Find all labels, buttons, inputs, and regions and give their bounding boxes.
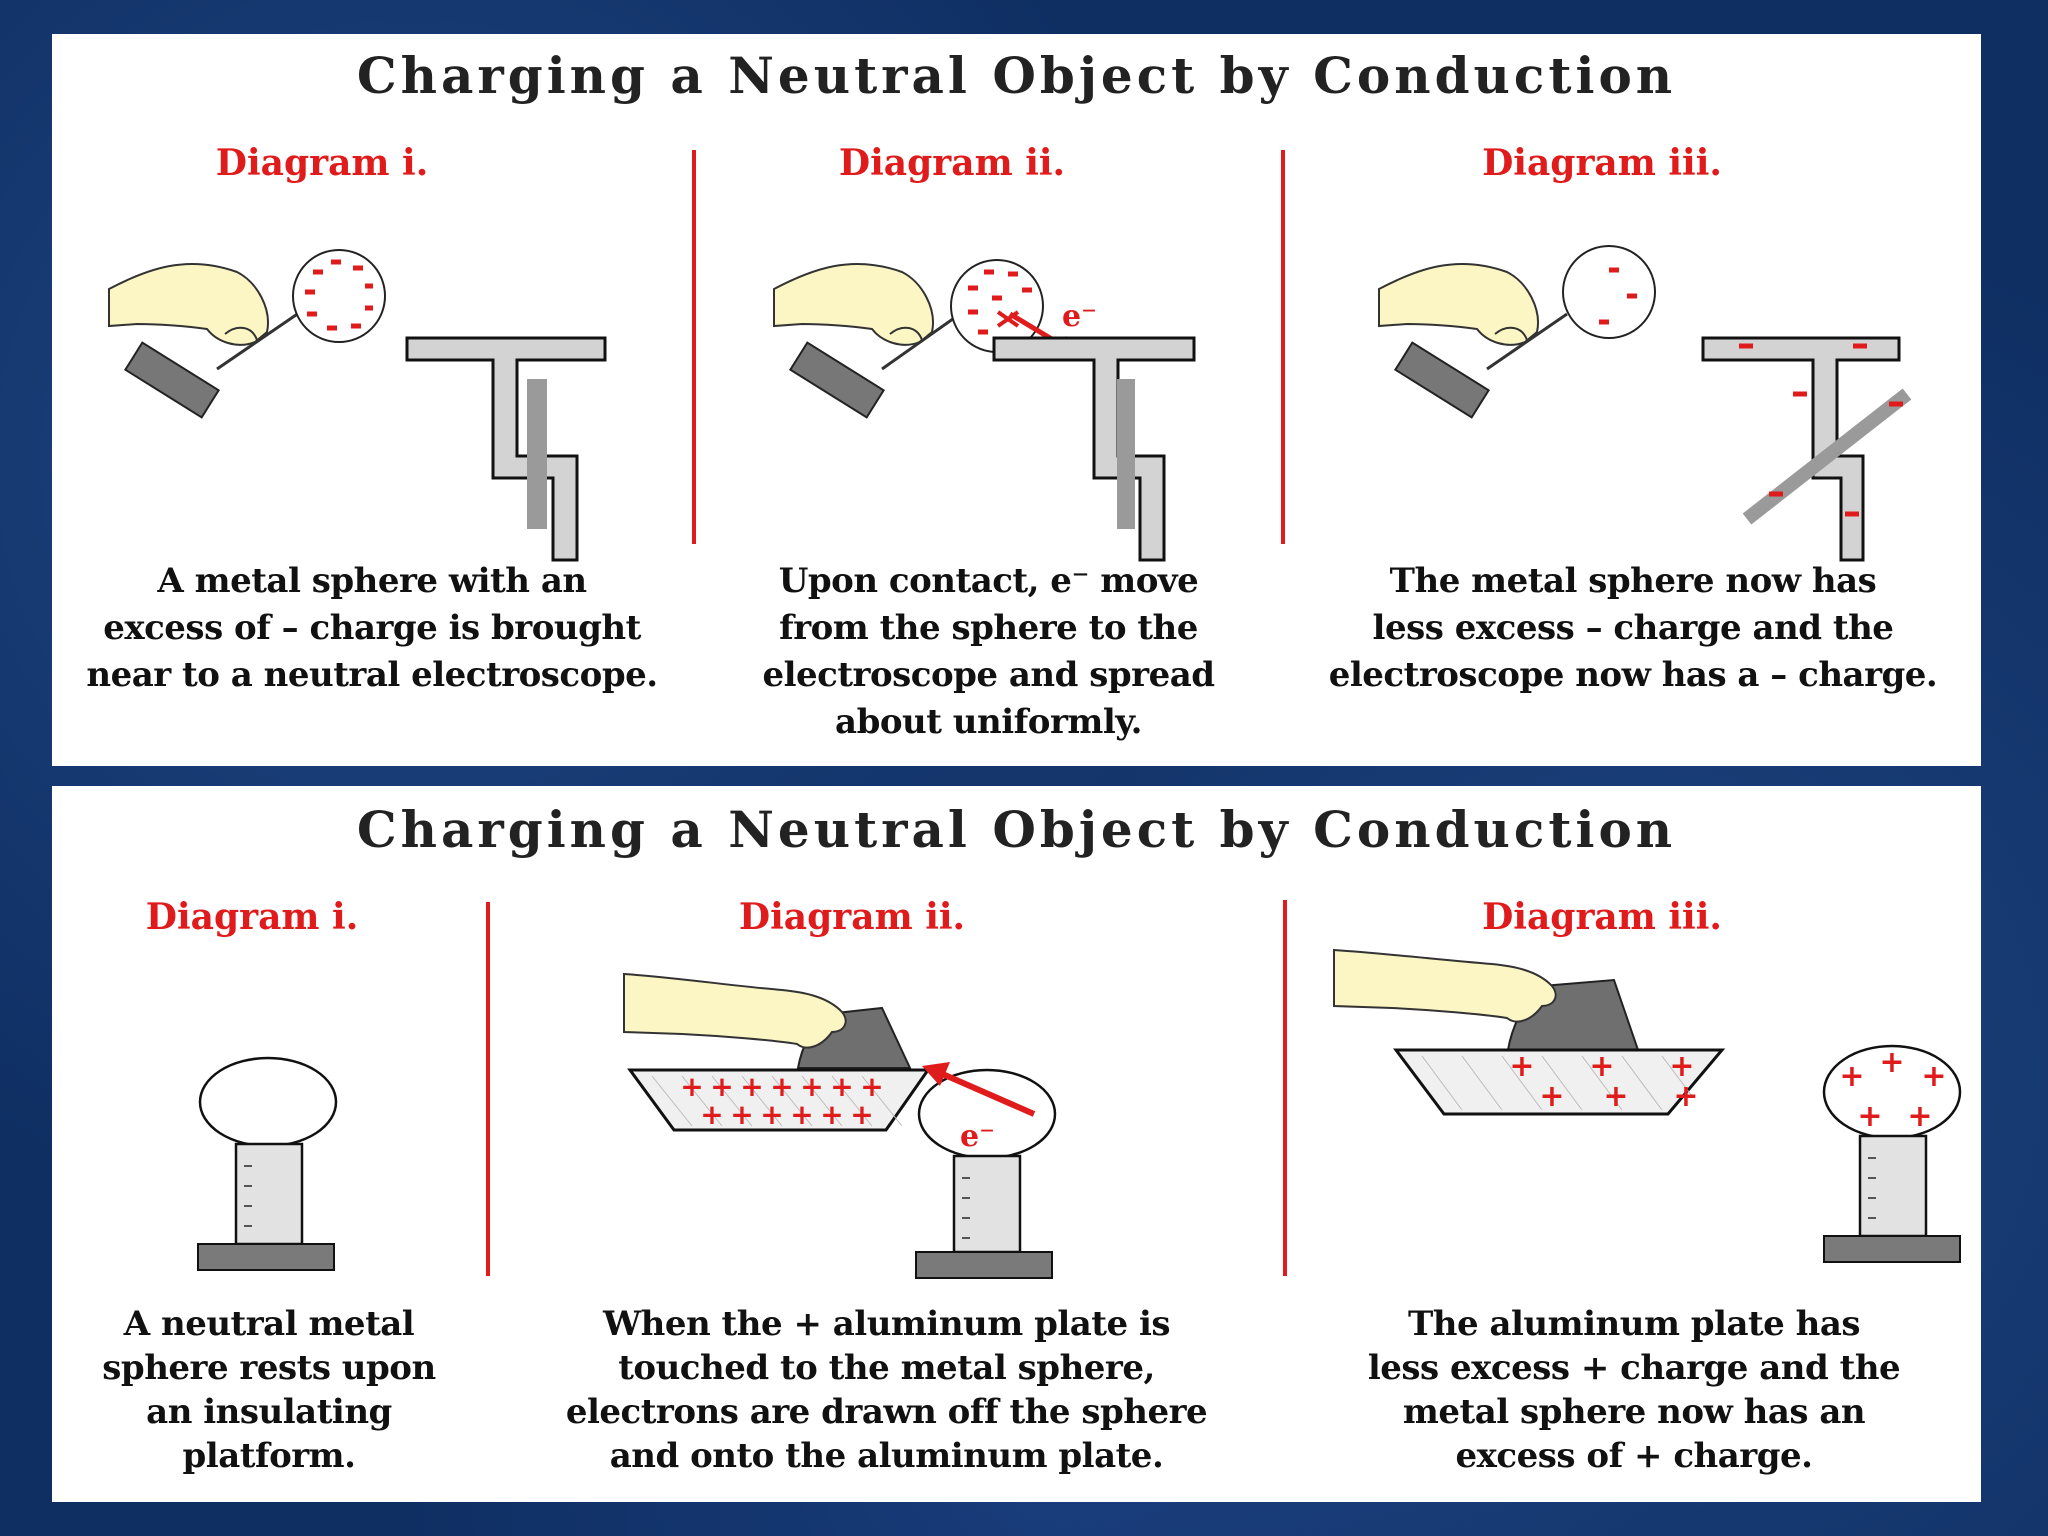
svg-text:+: +	[680, 1070, 703, 1103]
diagram-label-iii: Diagram iii.	[1482, 896, 1722, 938]
insulating-platform	[952, 1154, 1022, 1254]
caption-iii: The aluminum plate has less excess + cha…	[1367, 1304, 1901, 1476]
diagram-label-ii: Diagram ii.	[738, 896, 966, 938]
svg-text:+: +	[1589, 1049, 1614, 1084]
positive-charges: +++ ++	[1839, 1045, 1946, 1134]
less-charged-sphere	[1562, 245, 1656, 339]
diagram-label-iii: Diagram iii.	[1482, 142, 1722, 184]
diagram-i-illustration	[197, 1056, 338, 1271]
positive-charges: +++ +++ + +++ +++	[680, 1070, 883, 1131]
panel-electroscope: Charging a Neutral Object by Conduction …	[52, 34, 1981, 766]
svg-text:+: +	[1907, 1099, 1932, 1134]
negative-charges	[305, 259, 373, 331]
positive-charges: +++ +++	[1509, 1049, 1698, 1114]
divider	[692, 150, 696, 544]
svg-text:+: +	[800, 1070, 823, 1103]
base	[915, 1251, 1053, 1279]
svg-text:+: +	[1539, 1079, 1564, 1114]
base	[197, 1243, 335, 1271]
diagram-ii-illustration: +++ +++ + +++ +++ e⁻	[623, 972, 1057, 1279]
insulating-platform	[1858, 1134, 1928, 1238]
insulating-handle	[123, 341, 221, 419]
electron-label: e⁻	[1062, 299, 1097, 334]
caption-i: A neutral metal sphere rests upon an ins…	[102, 1304, 436, 1476]
diagram-i-illustration	[108, 249, 607, 562]
diagram-iii-illustration: +++ +++ +++ ++	[1333, 948, 1962, 1263]
electroscope-leaf	[1117, 379, 1135, 529]
aluminum-plate	[627, 1068, 931, 1132]
hand	[623, 972, 847, 1049]
caption-i: A metal sphere with an excess of – charg…	[86, 561, 658, 695]
svg-text:+: +	[770, 1070, 793, 1103]
svg-text:+: +	[830, 1070, 853, 1103]
negative-charges	[968, 269, 1032, 335]
svg-text:+: +	[1839, 1059, 1864, 1094]
caption-ii: When the + aluminum plate is touched to …	[565, 1304, 1208, 1476]
svg-text:+: +	[1669, 1049, 1694, 1084]
neutral-sphere	[198, 1056, 338, 1148]
svg-text:+: +	[820, 1098, 843, 1131]
svg-text:+: +	[700, 1098, 723, 1131]
svg-text:+: +	[790, 1098, 813, 1131]
electron-label: e⁻	[960, 1119, 995, 1154]
panel-title: Charging a Neutral Object by Conduction	[356, 800, 1677, 859]
svg-text:+: +	[1603, 1079, 1628, 1114]
svg-text:+: +	[760, 1098, 783, 1131]
svg-text:+: +	[1879, 1045, 1904, 1080]
diagram-label-i: Diagram i.	[145, 896, 359, 938]
negative-charges	[1739, 343, 1903, 517]
negative-charges	[1599, 267, 1637, 325]
caption-iii: The metal sphere now has less excess – c…	[1328, 561, 1938, 695]
base	[1823, 1235, 1961, 1263]
electroscope-leaf	[1742, 388, 1912, 525]
svg-text:+: +	[730, 1098, 753, 1131]
svg-text:+: +	[740, 1070, 763, 1103]
svg-text:+: +	[1673, 1079, 1698, 1114]
caption-ii: Upon contact, e⁻ move from the sphere to…	[762, 561, 1215, 742]
divider	[486, 902, 490, 1276]
diagram-ii-illustration: e⁻	[773, 259, 1196, 562]
electroscope	[1701, 336, 1901, 562]
svg-text:+: +	[860, 1070, 883, 1103]
svg-text:+: +	[850, 1098, 873, 1131]
svg-text:+: +	[1921, 1059, 1946, 1094]
diagram-label-ii: Diagram ii.	[838, 142, 1066, 184]
panel-metal-sphere: Charging a Neutral Object by Conduction …	[52, 786, 1981, 1502]
svg-text:+: +	[1509, 1049, 1534, 1084]
divider	[1283, 900, 1287, 1276]
panel-title: Charging a Neutral Object by Conduction	[356, 46, 1677, 105]
svg-text:+: +	[1857, 1099, 1882, 1134]
hand	[108, 262, 269, 346]
diagram-iii-illustration	[1378, 245, 1912, 562]
diagram-label-i: Diagram i.	[215, 142, 429, 184]
divider	[1281, 150, 1285, 544]
electroscope	[992, 336, 1196, 562]
aluminum-plate	[1393, 1048, 1726, 1116]
electroscope	[405, 336, 607, 562]
svg-text:+: +	[710, 1070, 733, 1103]
electroscope-leaf	[527, 379, 547, 529]
hand	[1333, 948, 1557, 1023]
insulating-platform	[234, 1142, 304, 1246]
